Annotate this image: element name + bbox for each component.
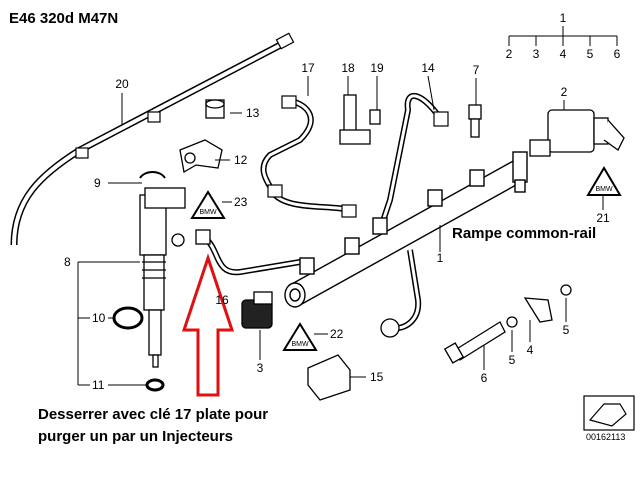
leader-lines	[77, 75, 604, 386]
banjo-bolt	[443, 284, 572, 364]
callout-7: 7	[473, 63, 480, 77]
return-hose	[10, 32, 295, 246]
callout-5-tree: 5	[587, 47, 594, 61]
page-title: E46 320d M47N	[9, 10, 119, 27]
callout-17: 17	[301, 61, 315, 75]
callout-10: 10	[92, 311, 106, 325]
pipe-14	[377, 92, 449, 231]
note-line-2: purger un par un Injecteurs	[38, 428, 234, 445]
callout-21: 21	[596, 211, 610, 225]
pressure-regulator	[529, 109, 625, 157]
callout-6: 6	[481, 371, 488, 385]
warning-triangle-22: BMW	[282, 322, 318, 351]
svg-text:BMW: BMW	[291, 341, 309, 348]
callout-3: 3	[257, 361, 264, 375]
callout-numbers: 1 2 3 4 5 6 20 17 18 19 14 7 2 13 12 9 2…	[64, 11, 621, 392]
pressure-sensor	[241, 291, 273, 329]
warning-triangle-21: BMW	[586, 166, 622, 196]
callout-3-tree: 3	[533, 47, 540, 61]
warning-triangle-23: BMW	[190, 190, 226, 219]
bracket	[179, 99, 225, 174]
callout-2: 2	[561, 85, 568, 99]
pipe-17	[260, 95, 357, 218]
note-line-1: Desserrer avec clé 17 plate pour	[38, 406, 269, 423]
callout-23: 23	[234, 195, 248, 209]
rail-label: Rampe common-rail	[452, 225, 597, 242]
red-arrow	[181, 253, 235, 397]
callout-5-lower: 5	[509, 353, 516, 367]
callout-1-top: 1	[560, 11, 567, 25]
callout-16: 16	[215, 293, 229, 307]
injector-pipe	[195, 229, 301, 276]
lower-pipe	[380, 249, 422, 338]
clip	[139, 171, 166, 179]
callout-14: 14	[421, 61, 435, 75]
callout-12: 12	[234, 153, 248, 167]
common-rail	[284, 151, 528, 308]
injector	[139, 187, 186, 368]
document-number: 00162113	[586, 432, 626, 442]
callout-2-tree: 2	[506, 47, 513, 61]
callout-tree	[508, 26, 618, 46]
instruction-note: Desserrer avec clé 17 plate pour purger …	[38, 404, 268, 448]
clamp	[307, 354, 351, 401]
seal-ring	[112, 306, 144, 330]
callout-22: 22	[330, 327, 344, 341]
callout-11: 11	[92, 378, 105, 392]
callout-4: 4	[527, 343, 534, 357]
callout-4-tree: 4	[560, 47, 567, 61]
doc-stamp	[583, 395, 635, 431]
callout-9: 9	[94, 176, 101, 190]
callout-13: 13	[246, 106, 260, 120]
washer	[145, 378, 165, 392]
svg-text:BMW: BMW	[595, 186, 613, 193]
callout-8: 8	[64, 255, 71, 269]
screw-7	[468, 104, 482, 138]
callout-5-right: 5	[563, 323, 570, 337]
callout-18: 18	[341, 61, 355, 75]
callout-20: 20	[115, 77, 129, 91]
callout-6-tree: 6	[614, 47, 621, 61]
callout-1: 1	[437, 251, 444, 265]
callout-15: 15	[370, 370, 384, 384]
svg-text:BMW: BMW	[199, 209, 217, 216]
pipe-holder	[339, 94, 381, 145]
callout-19: 19	[370, 61, 384, 75]
